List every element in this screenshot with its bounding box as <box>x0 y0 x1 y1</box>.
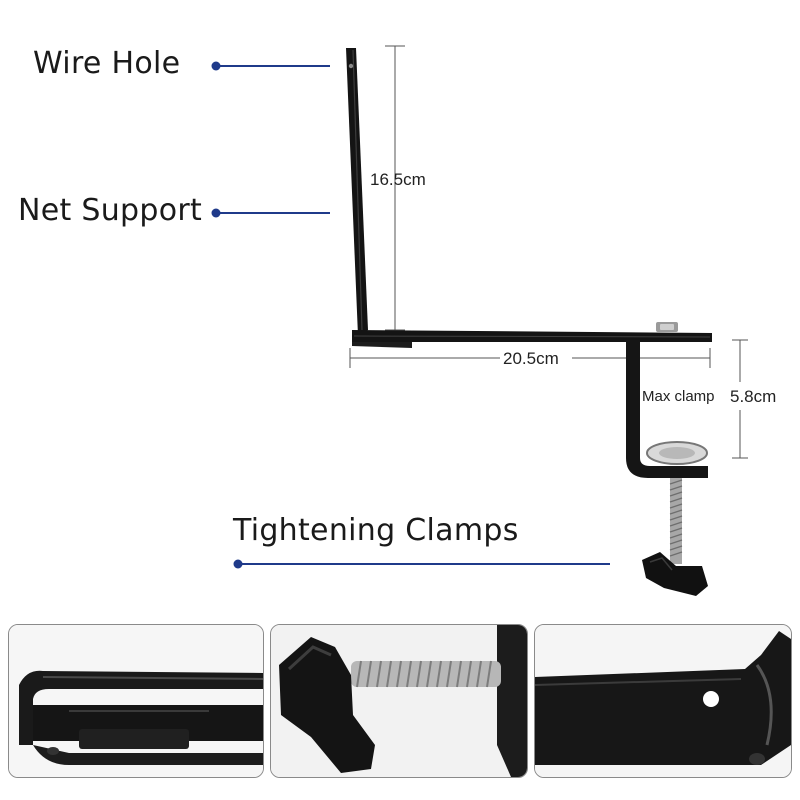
max-clamp-label: Max clamp <box>642 388 715 405</box>
height-dimension-line <box>385 45 405 331</box>
length-dimension-line <box>349 348 711 368</box>
wire-hole-leader <box>211 61 330 71</box>
horizontal-arm <box>352 322 712 348</box>
tightening-clamps-leader <box>233 559 610 569</box>
wing-knob <box>642 552 708 596</box>
length-dimension-label: 20.5cm <box>503 349 559 368</box>
clamp-dimension-line <box>732 339 748 459</box>
wire-hole-icon <box>703 691 719 707</box>
clamp-screw <box>669 478 683 564</box>
net-support-arm <box>346 48 368 336</box>
c-clamp-body <box>626 340 708 478</box>
wire-hole-closeup <box>534 624 792 778</box>
net-support-label: Net Support <box>18 193 203 228</box>
clamp-screw-closeup <box>270 624 528 778</box>
max-clamp-value: 5.8cm <box>730 387 777 406</box>
bracket-product-photo <box>211 45 748 596</box>
tightening-clamps-label: Tightening Clamps <box>233 513 519 548</box>
height-dimension-label: 16.5cm <box>370 170 426 189</box>
wire-hole-icon <box>348 63 354 69</box>
net-support-leader <box>211 208 330 218</box>
wire-hole-label: Wire Hole <box>33 46 181 81</box>
bracket-bend-closeup <box>8 624 264 778</box>
